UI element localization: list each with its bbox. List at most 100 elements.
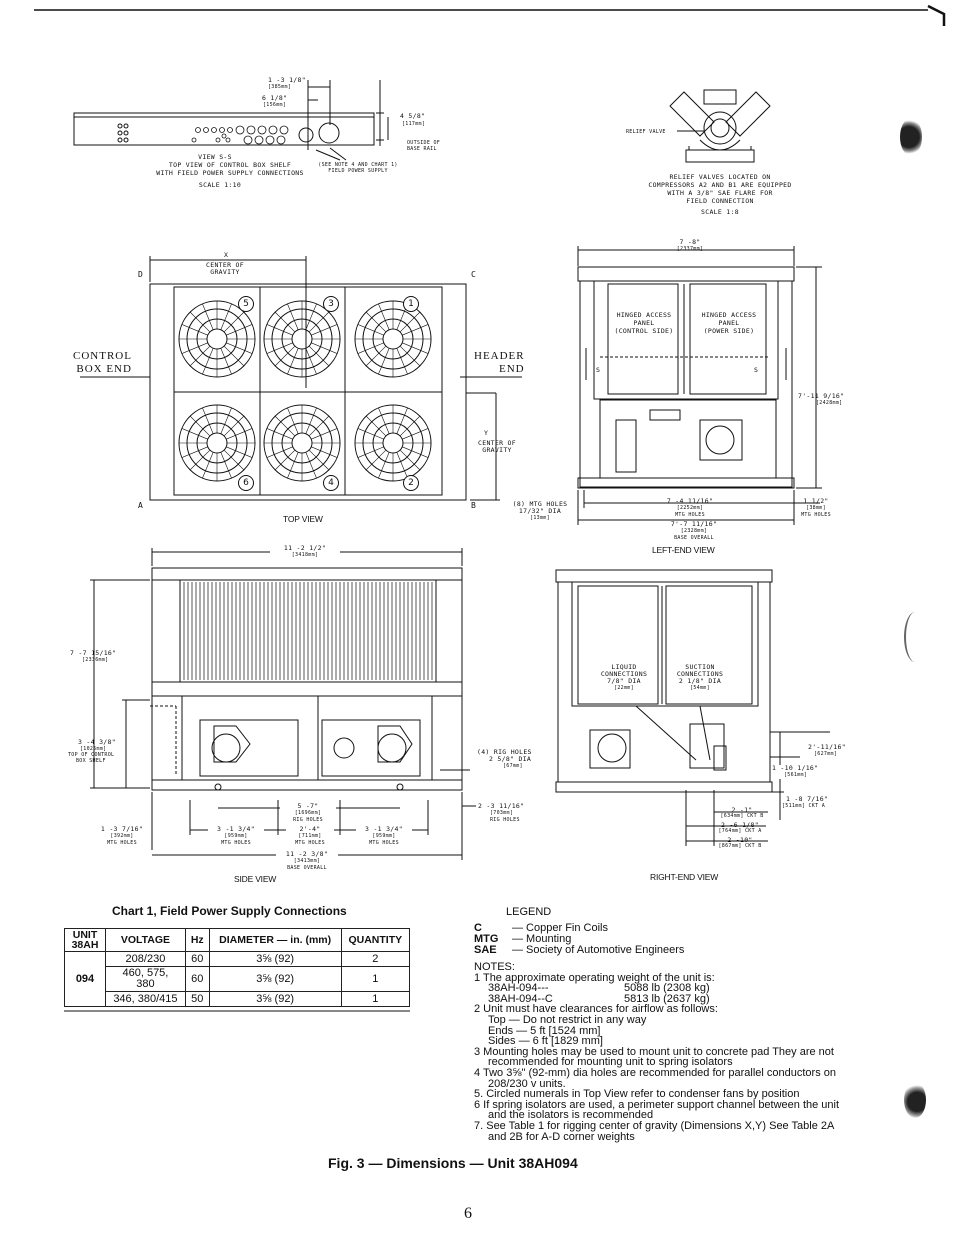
side-view-drawing [90,548,476,860]
diameter-cell: 3⅝ (92) [208,951,342,967]
fan-number-2: 2 [403,475,419,491]
corner-d: D [138,270,143,279]
right-dim-3: 1 -8 7/16"[511mm] CKT A [782,795,829,810]
side-height-dim: 7 -7 15/16"[2336mm] [70,649,117,664]
legend-title: LEGEND [506,906,552,918]
left-end-view-drawing [577,246,822,525]
table-row: 094 208/230 60 3⅝ (92) 2 [64,951,411,1007]
diameter-cell: 3⅝ (92) [208,991,342,1007]
control-box-caption: VIEW S-S TOP VIEW OF CONTROL BOX SHELF W… [156,153,304,189]
condenser-fans-drawing [178,300,432,482]
corner-c: C [471,270,476,279]
mtg-dim-2: 2'-4"[711mm]MTG HOLES [286,826,334,847]
col-diameter: DIAMETER — in. (mm) [208,928,342,952]
fan-number-6: 6 [238,475,254,491]
right-dim-1: 2'-11/16"[627mm] [808,743,846,758]
relief-valve-label: RELIEF VALVE [626,129,666,135]
x-label: X [224,251,229,259]
notes: NOTES: 1 The approximate operating weigh… [474,961,840,1143]
mtg-dim-left: 1 -3 7/16"[392mm]MTG HOLES [100,825,144,847]
base-overall-dim: 11 -2 3/8"[3413mm]BASE OVERALL [276,851,338,872]
quantity-cell: 1 [340,966,411,992]
left-end-dim-3: 7'-7 11/16"[2328mm]BASE OVERALL [670,520,718,542]
right-dim-2: 1 -10 1/16"[561mm] [772,764,819,779]
bottom-dim-3: 2 -10"[867mm] CKT B [718,836,762,849]
relief-valve-drawing [669,89,771,163]
fan-number-3: 3 [323,296,339,312]
dim-text: 6 1/8" [262,94,288,102]
left-end-height: 7'-11 9/16"[2428mm] [798,392,845,407]
section-s-left: S [596,366,601,374]
dim-text: [156mm] [263,102,287,108]
left-end-caption: LEFT-END VIEW [652,545,715,555]
control-shelf-dim: 3 -4 3/8" [1025mm] TOP OF CONTROL BOX SH… [68,738,116,764]
diameter-cell: 3⅝ (92) [208,966,342,992]
side-view-caption: SIDE VIEW [234,874,277,884]
section-s-right: S [754,366,759,374]
corner-b: B [471,501,476,510]
dim-text: [385mm] [268,84,292,90]
dim-text: 1 -3 1/8" [268,76,306,84]
quantity-cell: 2 [340,951,411,967]
voltage-cell: 346, 380/415 [105,991,186,1007]
legend-item: MTG— Mounting [474,933,572,945]
top-view-caption: TOP VIEW [283,514,323,524]
mtg-dim-1: 3 -1 3/4"[959mm]MTG HOLES [208,826,264,847]
right-end-view-drawing [555,569,830,846]
fan-number-5: 5 [238,296,254,312]
rig-dim-right: 2 -3 11/16"[703mm]RIG HOLES [478,802,525,824]
top-view-drawing [80,256,522,501]
dim-text: [117mm] [402,121,426,127]
left-end-dim-2: 1 1/2"[38mm]MTG HOLES [801,497,831,519]
col-quantity: QUANTITY [340,928,411,952]
voltage-cell: 460, 575,380 [105,966,186,992]
fan-number-4: 4 [323,475,339,491]
table-row: 460, 575,380 60 3⅝ (92) 1 [65,966,411,992]
punch-hole-mark [900,118,922,156]
dim-text: 4 5/8" [400,112,426,120]
hz-cell: 50 [184,991,210,1007]
legend-item: SAE— Society of Automotive Engineers [474,944,685,956]
right-end-caption: RIGHT-END VIEW [650,872,719,882]
y-label: Y [484,429,489,437]
figure-title: Fig. 3 — Dimensions — Unit 38AH094 [328,1155,578,1171]
fan-number-1: 1 [403,296,419,312]
punch-hole-mark [904,612,926,662]
mtg-dim-3: 3 -1 3/4"[959mm]MTG HOLES [356,826,412,847]
legend: C— Copper Fin Coils MTG— Mounting SAE— S… [474,923,684,956]
punch-hole-mark [904,1082,926,1118]
unit-cell: 094 [64,951,106,1007]
side-top-dim: 11 -2 1/2"[3418mm] [270,545,340,559]
corner-a: A [138,501,143,510]
col-voltage: VOLTAGE [105,928,186,952]
control-box-shelf-drawing [73,80,389,161]
quantity-cell: 1 [340,991,411,1007]
hz-cell: 60 [184,951,210,967]
left-end-dim-1: 7 -4 11/16"[2252mm]MTG HOLES [666,497,714,519]
col-hz: Hz [184,928,210,952]
page-number: 6 [464,1205,472,1222]
chart1-title: Chart 1, Field Power Supply Connections [112,904,347,918]
bottom-dim-2: 2 -6 1/8"[764mm] CKT A [718,821,762,834]
hz-cell: 60 [184,966,210,992]
rig-dim: 5 -7"[1696mm]RIG HOLES [280,803,336,824]
table-row: 346, 380/415 50 3⅝ (92) 1 [65,991,411,1007]
left-end-width: 7 -8"[2337mm] [676,238,704,253]
legend-item: C— Copper Fin Coils [474,922,608,934]
field-power-note: (SEE NOTE 4 AND CHART 1)FIELD POWER SUPP… [318,162,398,174]
